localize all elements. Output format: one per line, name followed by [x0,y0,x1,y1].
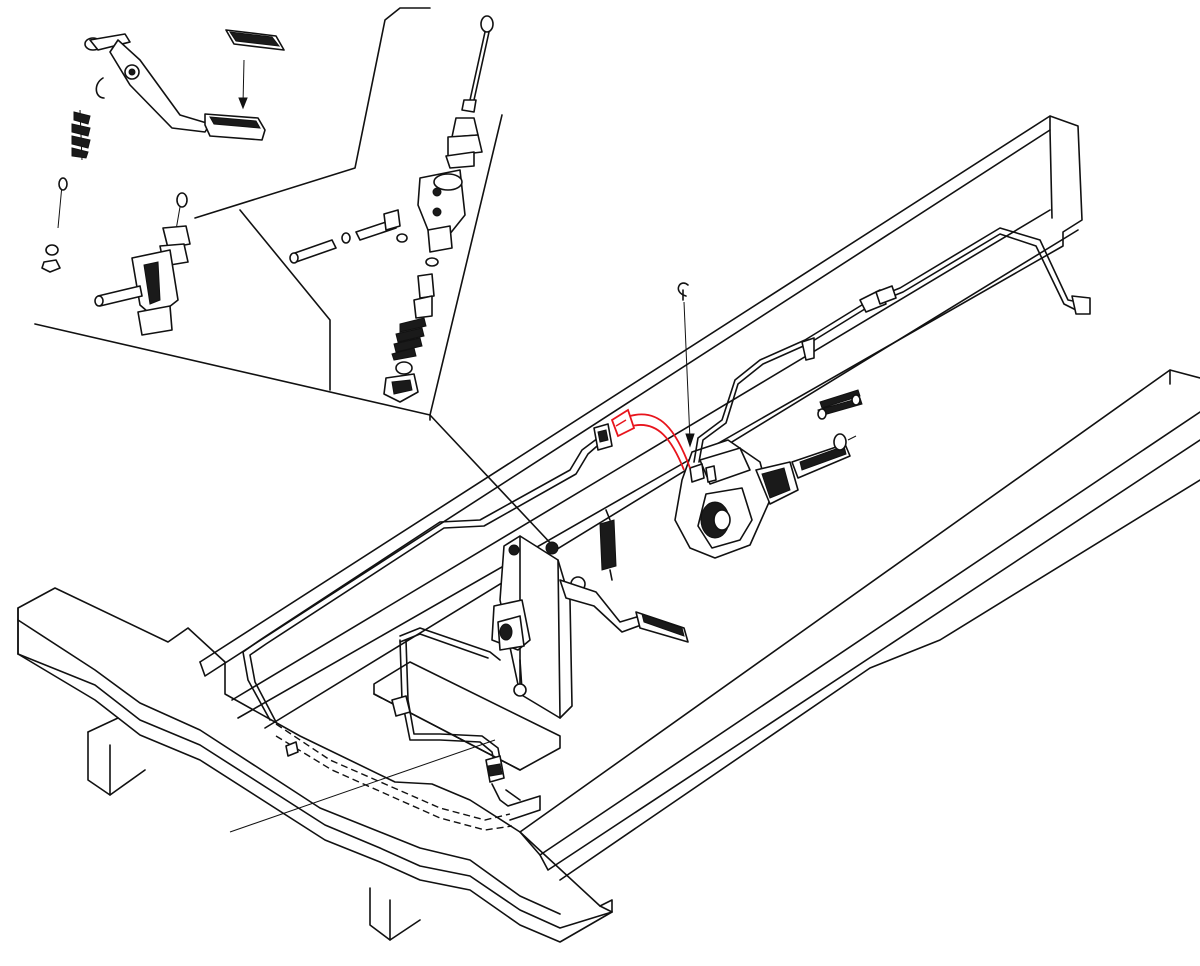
lower-frame-rail [519,369,1200,881]
hydraulic-pipe-upper [693,227,1091,463]
slave-cylinder-assembly [674,282,863,559]
clutch-hose-highlighted [610,408,691,471]
hydraulic-pipe-lower [242,423,613,831]
inset-master-cylinder-exploded [289,15,494,403]
inset-callout-frame [34,7,556,549]
inset-master-cylinder-left [94,192,191,336]
upper-frame-rail [199,115,1083,729]
front-cross-member [17,587,613,943]
pedal-bracket-assembly [373,509,689,771]
inset-clutch-pedal [41,29,285,273]
master-cylinder-pipes [229,627,541,833]
